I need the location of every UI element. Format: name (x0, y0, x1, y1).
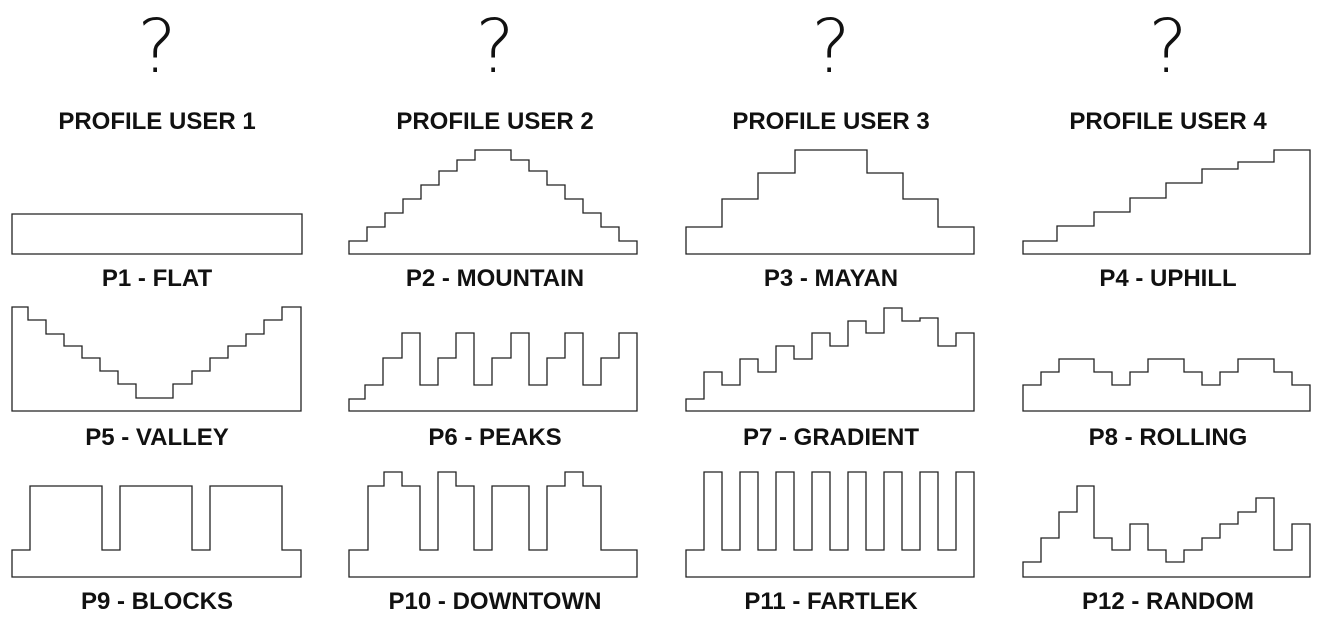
profile-user-2-heading: PROFILE USER 2 (396, 108, 594, 135)
question-mark-icon: ? (137, 4, 177, 90)
question-mark-icon: ? (1148, 4, 1188, 90)
profile-rolling-label: P8 - ROLLING (1088, 424, 1248, 451)
profile-valley-shape (11, 306, 302, 412)
profile-mountain-shape (348, 149, 638, 255)
profile-flat-label: P1 - FLAT (101, 265, 213, 292)
profile-mayan-shape (685, 149, 975, 255)
profile-mountain-label: P2 - MOUNTAIN (405, 265, 585, 292)
profile-user-3-heading: PROFILE USER 3 (732, 108, 930, 135)
profile-user-1-heading: PROFILE USER 1 (58, 108, 256, 135)
profile-fartlek-label: P11 - FARTLEK (744, 588, 918, 615)
profile-mayan-label: P3 - MAYAN (763, 265, 899, 292)
profile-peaks-shape (348, 332, 638, 412)
profile-blocks-label: P9 - BLOCKS (80, 588, 233, 615)
profile-gradient-label: P7 - GRADIENT (742, 424, 919, 451)
profile-peaks-label: P6 - PEAKS (428, 424, 562, 451)
profile-random-shape (1022, 485, 1311, 578)
profile-rolling-shape (1022, 358, 1311, 412)
question-mark-icon: ? (811, 4, 851, 90)
profile-uphill-shape (1022, 149, 1311, 255)
profile-user-4-heading: PROFILE USER 4 (1069, 108, 1267, 135)
question-mark-icon: ? (475, 4, 515, 90)
profile-random-label: P12 - RANDOM (1081, 588, 1255, 615)
profile-uphill-label: P4 - UPHILL (1099, 265, 1237, 292)
profile-flat-shape (11, 213, 303, 255)
profile-downtown-label: P10 - DOWNTOWN (388, 588, 602, 615)
profile-valley-label: P5 - VALLEY (85, 424, 229, 451)
profile-blocks-shape (11, 485, 302, 578)
profile-fartlek-shape (685, 471, 975, 578)
profile-gradient-shape (685, 307, 975, 412)
profile-downtown-shape (348, 471, 638, 578)
